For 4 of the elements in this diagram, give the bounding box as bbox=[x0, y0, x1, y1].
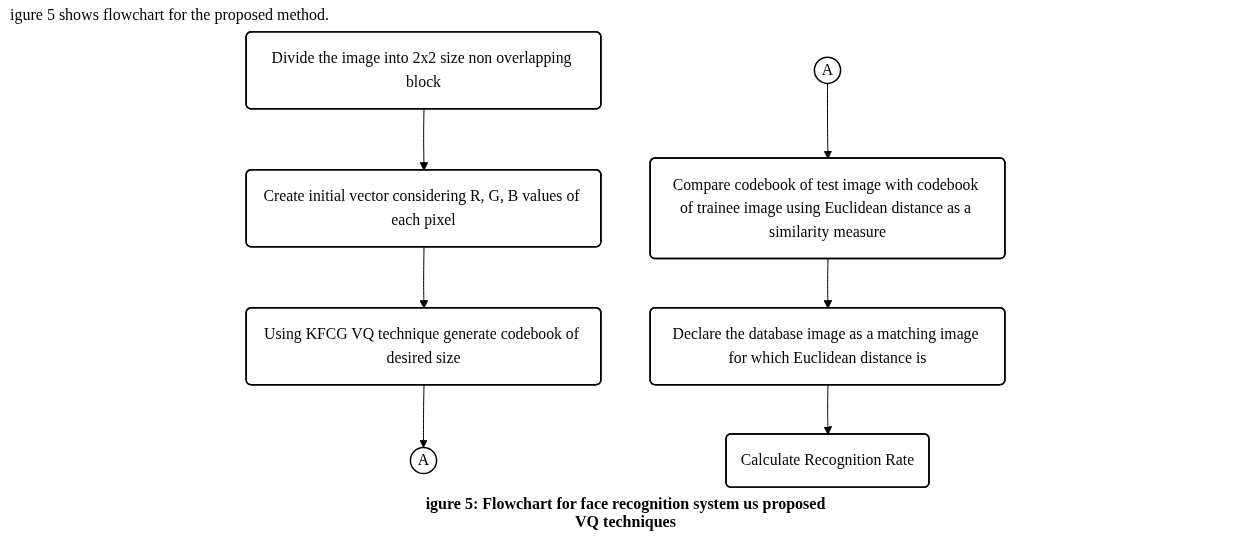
node-circle: A bbox=[409, 446, 438, 475]
figure-caption: igure 5: Flowchart for face recognition system us proposed VQ techniques bbox=[425, 495, 826, 531]
intro-text: igure 5 shows flowchart for the proposed method. bbox=[9, 6, 330, 24]
node-circle: A bbox=[813, 56, 842, 85]
